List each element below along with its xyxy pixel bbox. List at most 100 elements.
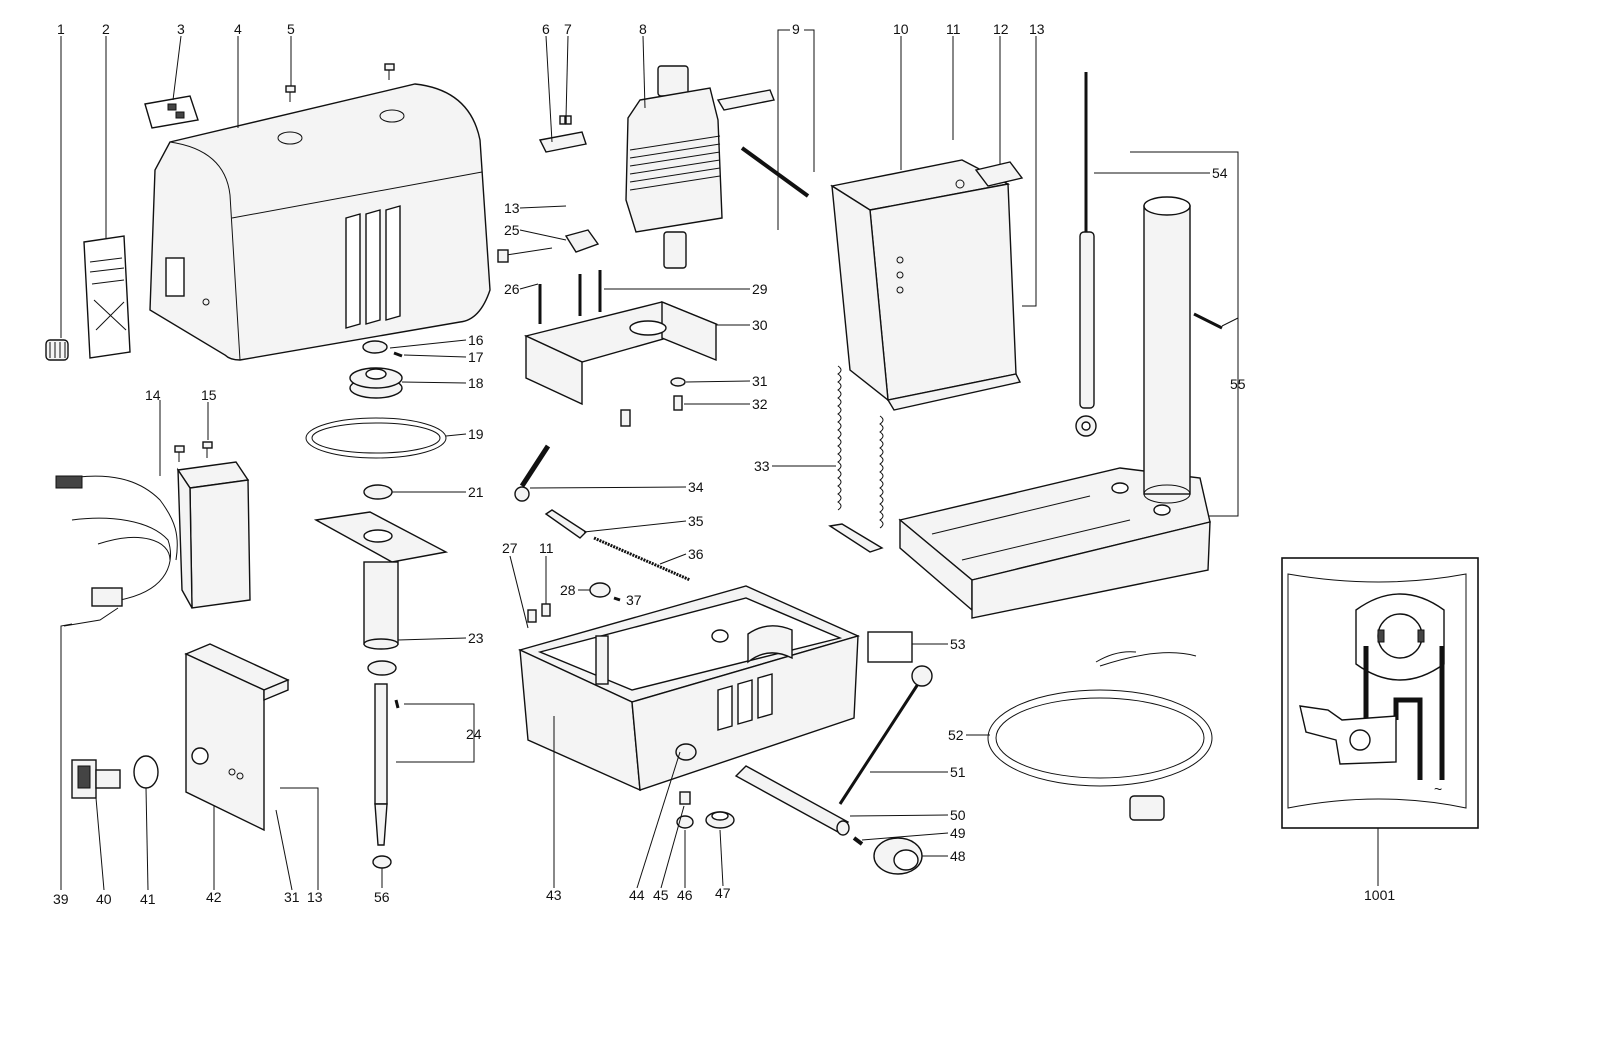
callout: 8 — [639, 21, 647, 37]
part-43-base-housing — [517, 585, 861, 792]
part-36-threaded-rod — [593, 536, 691, 582]
part-17-pin — [393, 351, 403, 358]
callout: 17 — [468, 349, 484, 365]
part-47-grommet — [705, 811, 735, 829]
callout: 44 — [629, 887, 645, 903]
callout: 28 — [560, 582, 576, 598]
part-34-lever — [514, 444, 551, 502]
part-27-11-screws — [527, 603, 551, 623]
callout: 39 — [53, 891, 69, 907]
callout: 21 — [468, 484, 484, 500]
callout-labels: 1 2 3 4 5 6 7 8 9 10 11 12 13 13 13 13 1… — [53, 21, 1395, 907]
callout: 49 — [950, 825, 966, 841]
callout: 1 — [57, 21, 65, 37]
callout: 33 — [754, 458, 770, 474]
callout: 48 — [950, 848, 966, 864]
part-42-bracket-plate — [184, 643, 290, 832]
part-30-base-plate — [523, 300, 719, 406]
part-46-nut — [676, 815, 694, 829]
callout: 25 — [504, 222, 520, 238]
part-31-32-fasteners — [620, 377, 686, 427]
part-2-label — [83, 235, 131, 359]
part-56-nut — [372, 855, 392, 869]
callout: 11 — [946, 21, 961, 37]
callout: 52 — [948, 727, 964, 743]
part-39-wire — [63, 607, 119, 627]
callout: 45 — [653, 887, 669, 903]
part-25-bracket — [497, 229, 602, 324]
part-37-pin — [613, 596, 621, 602]
callout: 54 — [1212, 165, 1228, 181]
callout: 51 — [950, 764, 966, 780]
callout: 26 — [504, 281, 520, 297]
callout: 42 — [206, 889, 222, 905]
part-45-grub-screw — [679, 791, 691, 805]
part-14-control-unit — [55, 461, 251, 609]
callout: 41 — [140, 891, 156, 907]
callout: 13 — [504, 200, 520, 216]
inset-wiring-diagram: ~ — [1281, 557, 1479, 829]
callout: 34 — [688, 479, 704, 495]
callout: 46 — [677, 887, 693, 903]
part-35-sleeve — [544, 509, 588, 539]
part-18-pulley — [349, 367, 403, 399]
part-52-power-cord — [987, 651, 1213, 821]
part-44-plug — [675, 743, 697, 761]
part-1-knob — [45, 339, 69, 361]
part-51-rod — [838, 665, 933, 805]
callout: 30 — [752, 317, 768, 333]
part-16-washer — [362, 340, 388, 354]
callout: 10 — [893, 21, 909, 37]
part-55-column-base — [898, 196, 1223, 619]
callout: 19 — [468, 426, 484, 442]
callout: 47 — [715, 885, 731, 901]
part-15-screws — [174, 441, 213, 462]
callout: 1001 — [1364, 887, 1395, 903]
part-9-rod — [740, 146, 810, 198]
part-4-housing-cover — [149, 83, 491, 361]
part-bearing-lower — [367, 660, 397, 676]
part-33-springs — [828, 365, 884, 553]
callout: 14 — [145, 387, 161, 403]
callout: 12 — [993, 21, 1009, 37]
callout: 27 — [502, 540, 518, 556]
part-49-screw — [852, 836, 864, 846]
callout: 43 — [546, 887, 562, 903]
part-21-bearing — [363, 484, 393, 500]
leader-lines — [60, 29, 1379, 891]
callout: 11 — [539, 540, 554, 556]
callout: 16 — [468, 332, 484, 348]
callout: 29 — [752, 281, 768, 297]
callout: 6 — [542, 21, 550, 37]
callout: 32 — [752, 396, 768, 412]
callout: 5 — [287, 21, 295, 37]
part-28-nut — [589, 582, 611, 598]
callout: 3 — [177, 21, 185, 37]
callout: 2 — [102, 21, 110, 37]
callout: 23 — [468, 630, 484, 646]
callout: 55 — [1230, 376, 1246, 392]
part-48-ring — [873, 837, 923, 875]
callout: 53 — [950, 636, 966, 652]
callout: 4 — [234, 21, 242, 37]
callout: 24 — [466, 726, 482, 742]
callout: 31 — [284, 889, 300, 905]
part-6-brush-holder — [538, 115, 587, 153]
callout: 31 — [752, 373, 768, 389]
part-8-motor-stator — [625, 65, 775, 269]
part-3-label — [144, 95, 199, 129]
part-12-plate — [974, 161, 1024, 187]
part-53-label — [867, 631, 913, 663]
inset-symbol: ~ — [1434, 781, 1442, 797]
callout: 13 — [1029, 21, 1045, 37]
part-24-spindle — [374, 683, 400, 846]
part-41-ring — [133, 755, 159, 789]
callout: 56 — [374, 889, 390, 905]
callout: 36 — [688, 546, 704, 562]
part-19-belt — [305, 417, 447, 459]
callout: 18 — [468, 375, 484, 391]
callout: 15 — [201, 387, 217, 403]
part-54-gas-strut — [1075, 72, 1097, 437]
callout: 50 — [950, 807, 966, 823]
